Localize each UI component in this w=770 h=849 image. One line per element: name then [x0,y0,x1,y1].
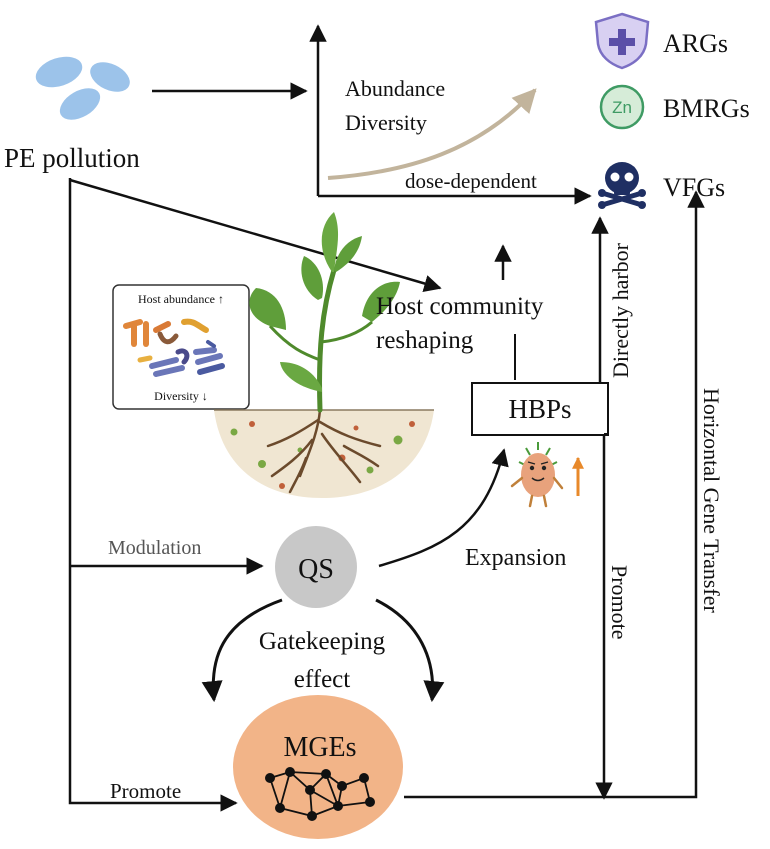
legend-vfgs-label: VFGs [663,173,725,202]
plant-illustration [214,212,434,498]
pe-pollution-label: PE pollution [4,143,140,173]
qs-node [275,526,357,608]
legend-bmrgs-label: BMRGs [663,94,750,123]
trend-curve [327,88,537,180]
bacterium-icon [510,442,564,508]
zn-badge-text: Zn [612,98,632,117]
trend-label-diversity: Diversity [345,110,427,135]
host-diversity-inset: Host abundance ↑ Diversity ↓ [112,284,250,410]
host-reshaping-line1: Host community [376,293,544,320]
directly-harbor-label: Directly harbor [608,242,633,378]
gatekeeping-right-arrow [375,598,445,703]
modulation-label: Modulation [108,537,201,559]
inset-host-abundance-label: Host abundance ↑ [138,292,224,306]
hbps-label: HBPs [508,394,571,424]
pollution-to-host-arrow [69,178,442,292]
mges-label: MGEs [283,732,356,763]
bacteria-cluster-icon [123,318,225,377]
host-reshaping-line2: reshaping [376,327,474,354]
zn-badge-icon: Zn [599,84,645,130]
network-nodes-icon [265,767,375,821]
skull-crossbones-icon [598,162,646,209]
expansion-arrow [378,448,509,568]
trend-chart: Abundance Diversity dose-dependent [309,24,592,205]
horizontal-gene-transfer-arrow [404,190,705,799]
dose-dependent-label: dose-dependent [405,169,537,193]
gatekeeping-line1: Gatekeeping [259,628,386,655]
horizontal-gene-transfer-label: Horizontal Gene Transfer [699,388,724,614]
hbps-box [471,382,609,436]
mges-node [233,695,403,839]
trend-label-abundance: Abundance [345,76,445,101]
promote-bottom-label: Promote [110,779,181,803]
gatekeeping-left-arrow [201,598,283,703]
inset-diversity-label: Diversity ↓ [154,389,208,403]
legend-args-label: ARGs [663,29,728,58]
expansion-label: Expansion [465,545,566,571]
promote-right-label: Promote [607,565,632,640]
gatekeeping-line2: effect [294,666,350,693]
qs-label: QS [298,554,334,585]
shield-plus-icon [594,12,650,70]
pe-pellets-icon [35,56,130,120]
pollution-to-mges-connector [68,178,238,812]
